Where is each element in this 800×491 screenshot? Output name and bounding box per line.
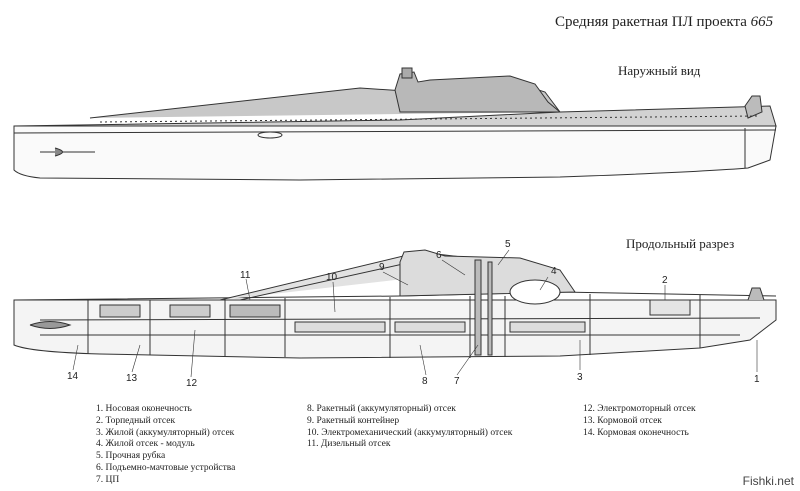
callout-11: 11 [240,270,251,281]
title-text: Средняя ракетная ПЛ проекта [555,14,751,30]
external-view-label: Наружный вид [618,63,701,78]
legend-item: 2. Торпедный отсек [96,415,176,426]
legend-item: 3. Жилой (аккумуляторный) отсек [96,427,235,438]
legend-item: 9. Ракетный контейнер [307,415,400,426]
callout-1: 1 [754,374,760,385]
legend-item: 14. Кормовая оконечность [583,427,689,438]
legend-column-3: 12. Электромоторный отсек 13. Кормовой о… [583,404,696,439]
callout-5: 5 [505,239,511,250]
callout-6: 6 [436,250,442,261]
legend-item: 13. Кормовой отсек [583,415,662,426]
legend-item: 5. Прочная рубка [96,451,166,462]
legend-item: 8. Ракетный (аккумуляторный) отсек [307,404,456,414]
section-hull [13,249,777,359]
legend-item: 12. Электромоторный отсек [583,404,696,414]
legend-item: 11. Дизельный отсек [307,439,391,450]
callout-8: 8 [422,376,428,387]
external-hull [13,67,777,181]
callout-2: 2 [662,275,668,286]
legend-item: 7. ЦП [96,474,120,485]
legend-item: 10. Электромеханический (аккумуляторный)… [307,427,513,438]
callout-9: 9 [379,262,385,273]
watermark: Fishki.net [742,474,794,488]
callout-3: 3 [577,372,583,383]
legend-column-2: 8. Ракетный (аккумуляторный) отсек 9. Ра… [307,404,512,451]
callout-13: 13 [126,373,138,384]
callout-leaders [72,249,758,378]
section-view-label: Продольный разрез [626,236,735,251]
legend-item: 6. Подъемно-мачтовые устройства [96,462,236,473]
callout-12: 12 [186,378,198,389]
callout-7: 7 [454,376,460,387]
diagram-title: Средняя ракетная ПЛ проекта 665 [555,14,773,31]
callout-10: 10 [326,272,338,283]
project-number: 665 [750,14,774,30]
legend-column-1: 1. Носовая оконечность 2. Торпедный отсе… [96,404,235,487]
legend-item: 4. Жилой отсек - модуль [96,439,195,450]
callout-14: 14 [67,371,79,382]
callout-4: 4 [551,266,557,277]
legend-item: 1. Носовая оконечность [96,404,192,414]
